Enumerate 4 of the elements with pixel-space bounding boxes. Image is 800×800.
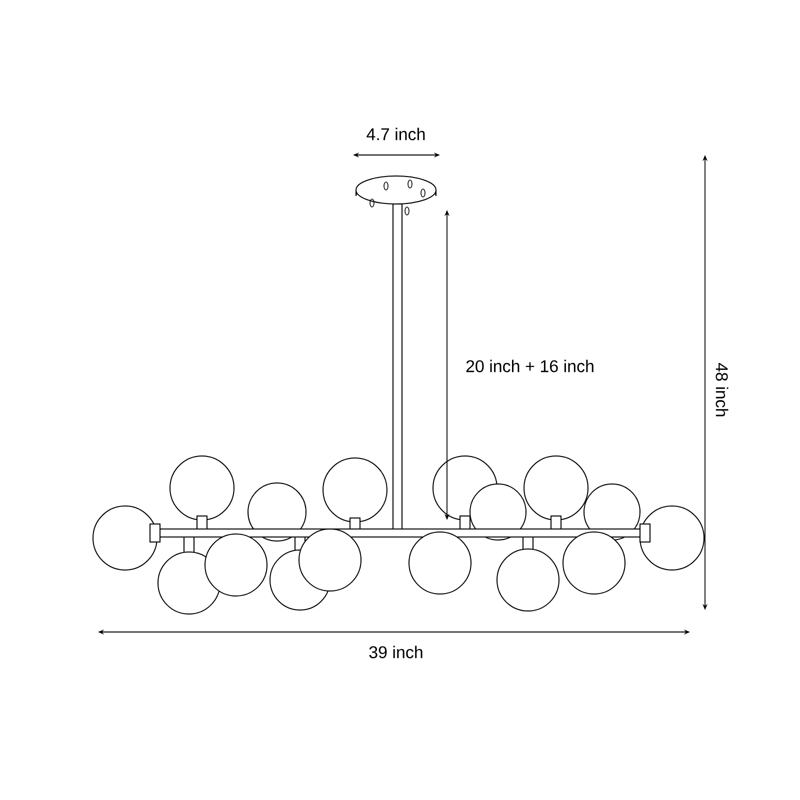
dimension-label: 39 inch: [368, 644, 424, 660]
dimension-label: 20 inch + 16 inch: [464, 358, 596, 374]
dimension-label: 48 inch: [714, 362, 730, 418]
dimension-label: 4.7 inch: [365, 126, 427, 142]
